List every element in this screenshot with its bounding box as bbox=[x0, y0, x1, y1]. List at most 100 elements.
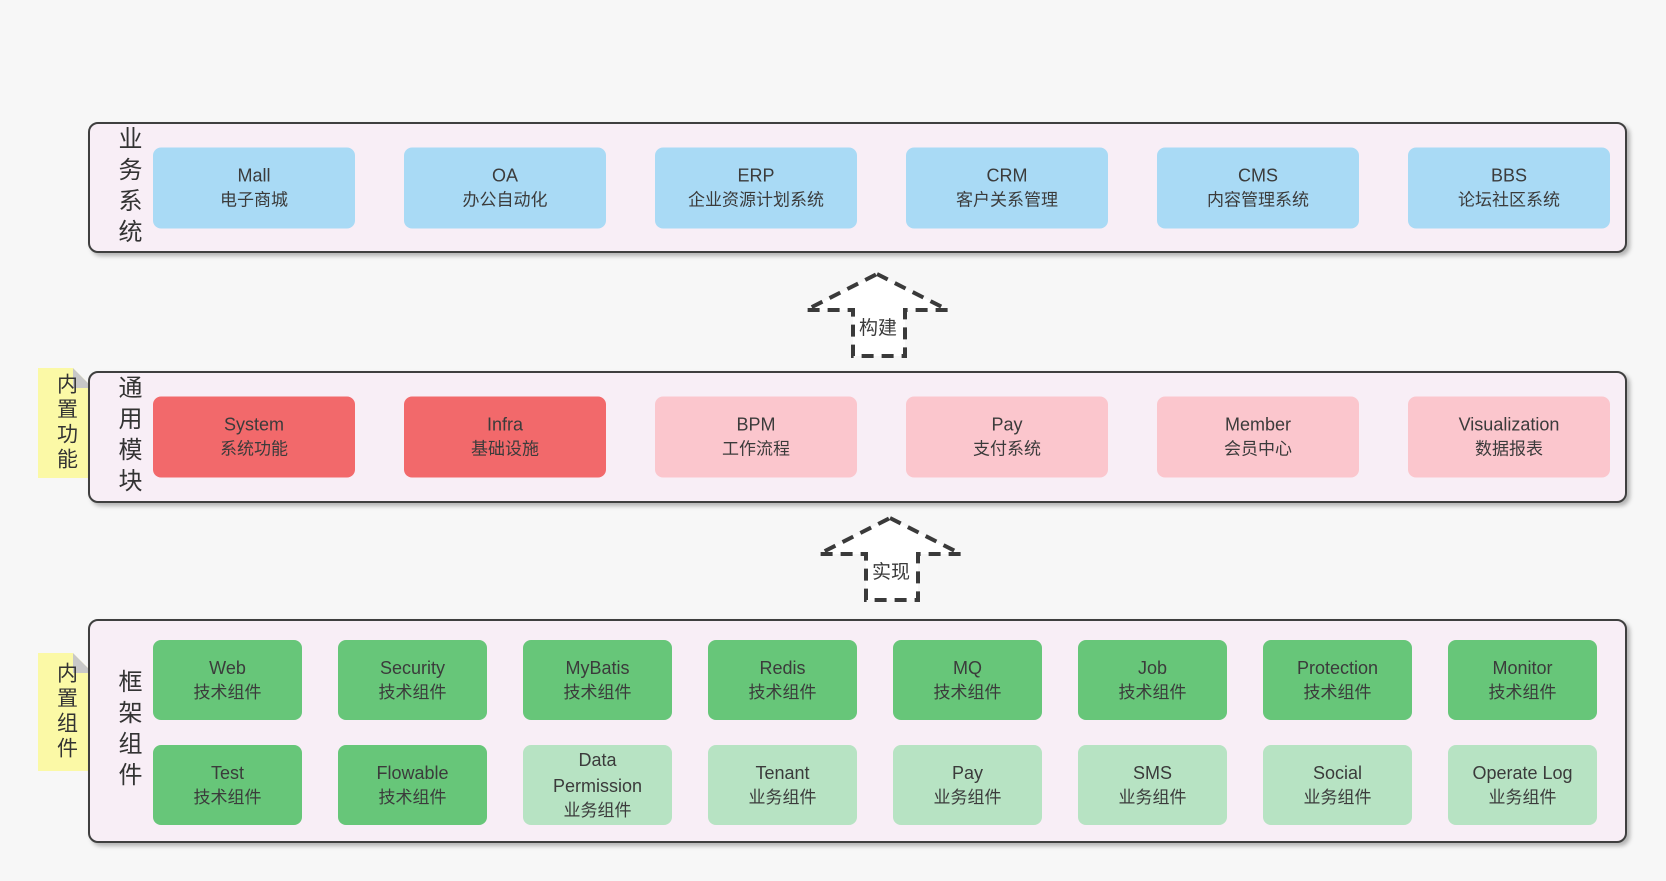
box-title: MQ bbox=[953, 657, 982, 678]
box-subtitle: 技术组件 bbox=[193, 682, 262, 702]
box-subtitle: 业务组件 bbox=[1488, 787, 1557, 807]
arrow-label: 构建 bbox=[856, 313, 900, 340]
box-subtitle: 技术组件 bbox=[563, 682, 632, 702]
box-operate-log: Operate Log 业务组件 bbox=[1448, 745, 1597, 825]
box-title: Test bbox=[210, 762, 244, 783]
box-title: CRM bbox=[986, 165, 1028, 186]
box-subtitle: 电子商城 bbox=[220, 190, 288, 210]
box-subtitle: 技术组件 bbox=[1303, 682, 1372, 702]
box-title: BBS bbox=[1490, 165, 1528, 186]
box-title: Operate Log bbox=[1472, 762, 1573, 783]
note-label: 内置功能 bbox=[54, 373, 78, 473]
box-subtitle: 办公自动化 bbox=[462, 190, 548, 210]
box-oa: OA 办公自动化 bbox=[404, 147, 606, 228]
arrow-implement: 实现 bbox=[818, 512, 964, 604]
box-subtitle: 业务组件 bbox=[1303, 787, 1372, 807]
box-mybatis: MyBatis 技术组件 bbox=[523, 640, 672, 720]
box-bpm: BPM 工作流程 bbox=[655, 396, 857, 478]
box-subtitle: 技术组件 bbox=[933, 682, 1002, 702]
layer-label: 业务系统 bbox=[114, 125, 141, 250]
box-security: Security 技术组件 bbox=[338, 640, 487, 720]
box-cms: CMS 内容管理系统 bbox=[1157, 147, 1359, 228]
box-subtitle: 论坛社区系统 bbox=[1458, 190, 1560, 210]
note-label: 内置组件 bbox=[54, 662, 78, 762]
box-visualization: Visualization 数据报表 bbox=[1408, 396, 1610, 478]
box-data-permission: Data Permission 业务组件 bbox=[523, 745, 672, 825]
box-pay-system: Pay 支付系统 bbox=[906, 396, 1108, 478]
box-row: Web 技术组件 Security 技术组件 MyBatis 技术组件 Redi… bbox=[153, 640, 1597, 720]
box-subtitle: 技术组件 bbox=[378, 682, 447, 702]
box-tenant: Tenant 业务组件 bbox=[708, 745, 857, 825]
sticky-note-builtin-features: 内置功能 bbox=[38, 368, 93, 478]
box-test: Test 技术组件 bbox=[153, 745, 302, 825]
box-title: Tenant bbox=[755, 762, 810, 783]
box-title: Monitor bbox=[1492, 657, 1553, 678]
box-title: OA bbox=[491, 165, 518, 186]
box-subtitle: 工作流程 bbox=[722, 439, 790, 459]
layer-business-systems: 业务系统 Mall 电子商城 OA 办公自动化 ERP 企业资源计划系统 CRM… bbox=[88, 122, 1627, 253]
box-subtitle: 业务组件 bbox=[748, 787, 817, 807]
box-member: Member 会员中心 bbox=[1157, 396, 1359, 478]
box-sms: SMS 业务组件 bbox=[1078, 745, 1227, 825]
box-title: ERP bbox=[737, 165, 775, 186]
sticky-note-builtin-components: 内置组件 bbox=[38, 653, 93, 771]
box-title: Flowable bbox=[376, 762, 449, 783]
layer-framework-components: 框架组件 Web 技术组件 Security 技术组件 MyBatis 技术组件… bbox=[88, 619, 1627, 843]
layer-label: 通用模块 bbox=[114, 375, 141, 499]
box-title: Mall bbox=[237, 165, 271, 186]
box-title: Infra bbox=[486, 414, 524, 435]
box-bbs: BBS 论坛社区系统 bbox=[1408, 147, 1610, 228]
box-subtitle: 技术组件 bbox=[1488, 682, 1557, 702]
arrow-build: 构建 bbox=[805, 268, 951, 360]
box-subtitle: 业务组件 bbox=[933, 787, 1002, 807]
box-title: Security bbox=[379, 657, 446, 678]
box-row: Mall 电子商城 OA 办公自动化 ERP 企业资源计划系统 CRM 客户关系… bbox=[153, 147, 1610, 228]
box-subtitle: 技术组件 bbox=[378, 787, 447, 807]
box-subtitle: 业务组件 bbox=[1118, 787, 1187, 807]
box-subtitle: 客户关系管理 bbox=[956, 190, 1058, 210]
box-subtitle: 系统功能 bbox=[220, 439, 288, 459]
box-title: Data Permission bbox=[552, 749, 643, 796]
box-title: Pay bbox=[991, 414, 1023, 435]
box-monitor: Monitor 技术组件 bbox=[1448, 640, 1597, 720]
box-erp: ERP 企业资源计划系统 bbox=[655, 147, 857, 228]
box-title: Job bbox=[1137, 657, 1168, 678]
box-subtitle: 基础设施 bbox=[471, 439, 539, 459]
box-crm: CRM 客户关系管理 bbox=[906, 147, 1108, 228]
box-mq: MQ 技术组件 bbox=[893, 640, 1042, 720]
box-subtitle: 技术组件 bbox=[748, 682, 817, 702]
box-title: MyBatis bbox=[565, 657, 630, 678]
box-subtitle: 支付系统 bbox=[973, 439, 1041, 459]
box-row: Test 技术组件 Flowable 技术组件 Data Permission … bbox=[153, 745, 1597, 825]
box-job: Job 技术组件 bbox=[1078, 640, 1227, 720]
box-subtitle: 企业资源计划系统 bbox=[688, 190, 824, 210]
box-title: Social bbox=[1312, 762, 1363, 783]
box-web: Web 技术组件 bbox=[153, 640, 302, 720]
box-social: Social 业务组件 bbox=[1263, 745, 1412, 825]
box-flowable: Flowable 技术组件 bbox=[338, 745, 487, 825]
box-mall: Mall 电子商城 bbox=[153, 147, 355, 228]
arrow-label: 实现 bbox=[869, 557, 913, 584]
box-title: Pay bbox=[951, 762, 984, 783]
layer-common-modules: 通用模块 System 系统功能 Infra 基础设施 BPM 工作流程 Pay… bbox=[88, 371, 1627, 503]
box-title: System bbox=[223, 414, 284, 435]
box-title: Visualization bbox=[1458, 414, 1560, 435]
box-title: SMS bbox=[1132, 762, 1172, 783]
box-subtitle: 业务组件 bbox=[563, 800, 632, 820]
box-infra: Infra 基础设施 bbox=[404, 396, 606, 478]
box-pay-component: Pay 业务组件 bbox=[893, 745, 1042, 825]
box-title: Redis bbox=[759, 657, 806, 678]
box-subtitle: 技术组件 bbox=[193, 787, 262, 807]
box-row: System 系统功能 Infra 基础设施 BPM 工作流程 Pay 支付系统… bbox=[153, 396, 1610, 478]
box-redis: Redis 技术组件 bbox=[708, 640, 857, 720]
layer-label: 框架组件 bbox=[114, 669, 141, 793]
box-title: Member bbox=[1224, 414, 1291, 435]
box-title: CMS bbox=[1238, 165, 1278, 186]
box-subtitle: 内容管理系统 bbox=[1207, 190, 1309, 210]
box-subtitle: 数据报表 bbox=[1475, 439, 1543, 459]
box-title: BPM bbox=[736, 414, 776, 435]
box-title: Web bbox=[209, 657, 246, 678]
box-protection: Protection 技术组件 bbox=[1263, 640, 1412, 720]
box-subtitle: 技术组件 bbox=[1118, 682, 1187, 702]
